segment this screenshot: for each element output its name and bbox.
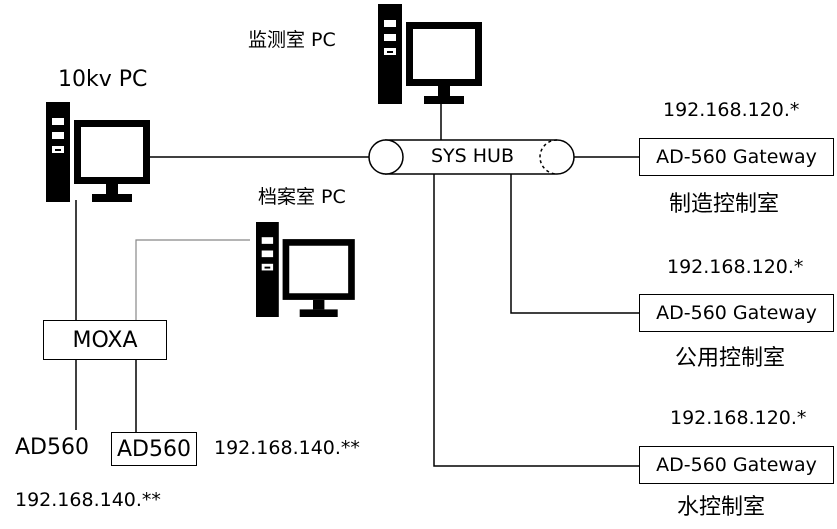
line-hub-gateway-2 [510, 174, 639, 314]
gateway-1-ip: 192.168.120.* [663, 99, 800, 121]
10kv-pc-icon [46, 102, 150, 202]
gateway-2-label: AD-560 Gateway [656, 302, 817, 324]
ad560-2-box: AD560 [111, 432, 197, 466]
gateway-1-room: 制造控制室 [669, 192, 780, 217]
ad560-2-ip: 192.168.140.** [214, 437, 360, 459]
gateway-3-label: AD-560 Gateway [656, 454, 817, 476]
gateway-2-ip: 192.168.120.* [667, 256, 804, 278]
gateway-1-box: AD-560 Gateway [639, 138, 834, 176]
monitor-room-pc-label: 监测室 PC [248, 29, 336, 51]
10kv-pc-label: 10kv PC [58, 67, 148, 92]
line-hub-gateway-3 [433, 174, 639, 467]
ad560-2-label: AD560 [117, 436, 191, 462]
sys-hub-label: SYS HUB [431, 145, 514, 167]
ad560-1-ip: 192.168.140.** [15, 489, 161, 511]
sys-hub-icon [368, 139, 575, 175]
archive-room-pc-icon [256, 222, 355, 317]
gateway-1-label: AD-560 Gateway [656, 146, 817, 168]
archive-link [135, 239, 250, 320]
ad560-1-label: AD560 [15, 435, 89, 460]
gateway-2-room: 公用控制室 [675, 346, 786, 371]
archive-room-pc-label: 档案室 PC [258, 186, 346, 208]
connection-lines [75, 104, 639, 467]
monitor-room-pc-icon [378, 4, 482, 104]
moxa-label: MOXA [72, 327, 138, 353]
gateway-3-box: AD-560 Gateway [639, 446, 834, 484]
moxa-box: MOXA [43, 320, 167, 360]
gateway-3-room: 水控制室 [677, 495, 766, 520]
gateway-3-ip: 192.168.120.* [670, 407, 807, 429]
gateway-2-box: AD-560 Gateway [639, 294, 834, 332]
